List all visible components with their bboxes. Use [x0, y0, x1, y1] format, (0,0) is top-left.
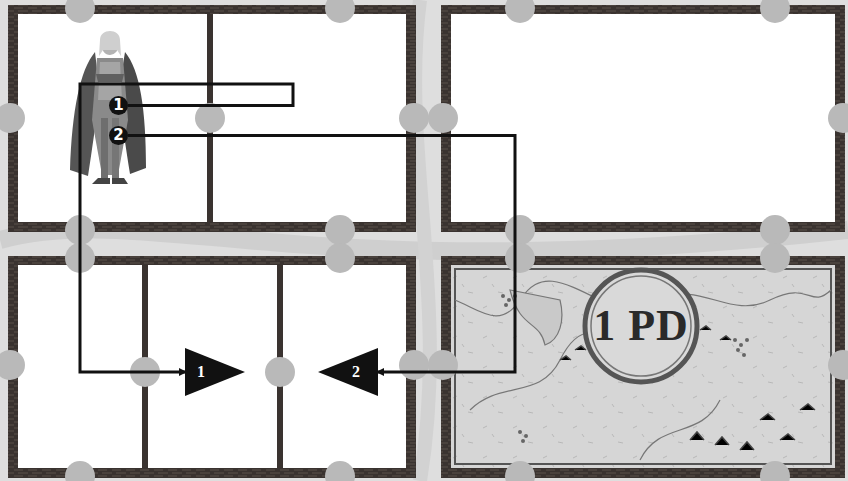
arrow-marker: 2 — [318, 348, 378, 396]
path-connector — [80, 84, 293, 372]
callout-number: 2 — [109, 126, 128, 145]
path-connector — [128, 136, 515, 373]
callout-number-text: 1 — [113, 98, 123, 113]
arrow-marker-text: 2 — [352, 364, 360, 380]
arrow-marker-outline — [318, 348, 378, 396]
arrow-marker-outline — [185, 348, 245, 396]
arrow-marker-text: 1 — [197, 364, 205, 380]
map-seal: 1 PD — [583, 268, 699, 384]
map-seal-text: 1 PD — [593, 304, 689, 348]
callout-number-text: 2 — [113, 128, 123, 143]
callout-number: 1 — [109, 96, 128, 115]
arrow-marker: 1 — [185, 348, 245, 396]
